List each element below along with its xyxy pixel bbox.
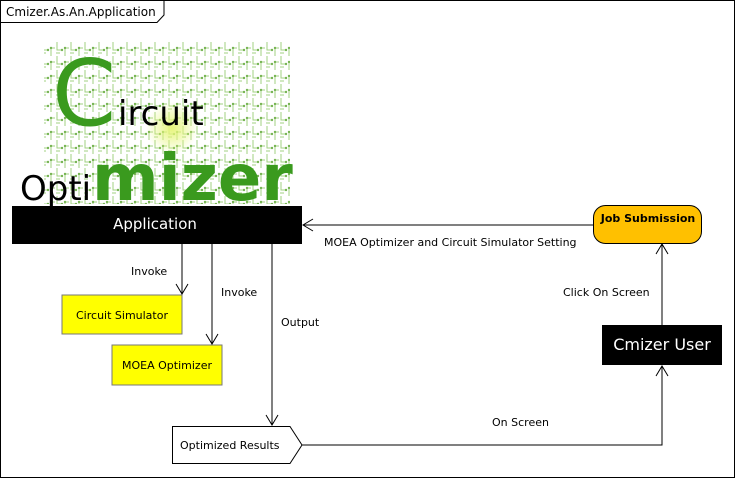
arrowhead-click-on-screen [655, 243, 669, 255]
cmizer-user-label: Cmizer User [613, 335, 711, 354]
moea-optimizer-label: MOEA Optimizer [122, 359, 212, 372]
logo-word-ircuit: ircuit [118, 94, 204, 134]
moea-optimizer-node [111, 344, 223, 386]
job-submission-label: Job Submission [600, 212, 695, 225]
optimized-results-label: Optimized Results [180, 439, 280, 452]
frame-title-tab [0, 0, 165, 23]
edge-on-screen [302, 366, 663, 446]
edge-label-click-on-screen: Click On Screen [563, 286, 650, 299]
application-label: Application [113, 215, 197, 233]
arrowhead-on-screen [655, 365, 669, 377]
circuit-simulator-label: Circuit Simulator [76, 309, 168, 322]
arrowhead-settings [302, 218, 314, 232]
cmizer-logo: C ircuit Opti mizer [20, 40, 293, 216]
cmizer-user-node [602, 325, 722, 365]
optimized-results-node [172, 426, 303, 464]
arrowhead-output [265, 414, 279, 426]
arrowhead-invoke-simulator [175, 283, 189, 295]
job-submission-node [593, 205, 702, 244]
frame-title: Cmizer.As.An.Application [6, 5, 156, 19]
edge-label-output: Output [281, 316, 320, 329]
arrowhead-invoke-optimizer [205, 333, 219, 345]
edge-label-on-screen: On Screen [492, 416, 549, 429]
logo-word-opti: Opti [20, 169, 91, 209]
edge-label-invoke-simulator: Invoke [131, 265, 167, 278]
circuit-simulator-node [61, 294, 183, 335]
edge-label-invoke-optimizer: Invoke [221, 286, 257, 299]
logo-word-mizer: mizer [92, 142, 293, 216]
edge-label-settings: MOEA Optimizer and Circuit Simulator Set… [324, 236, 577, 249]
chip-glow [146, 102, 198, 154]
application-node [12, 206, 302, 244]
logo-letter-c: C [52, 40, 116, 147]
edges [175, 218, 669, 446]
